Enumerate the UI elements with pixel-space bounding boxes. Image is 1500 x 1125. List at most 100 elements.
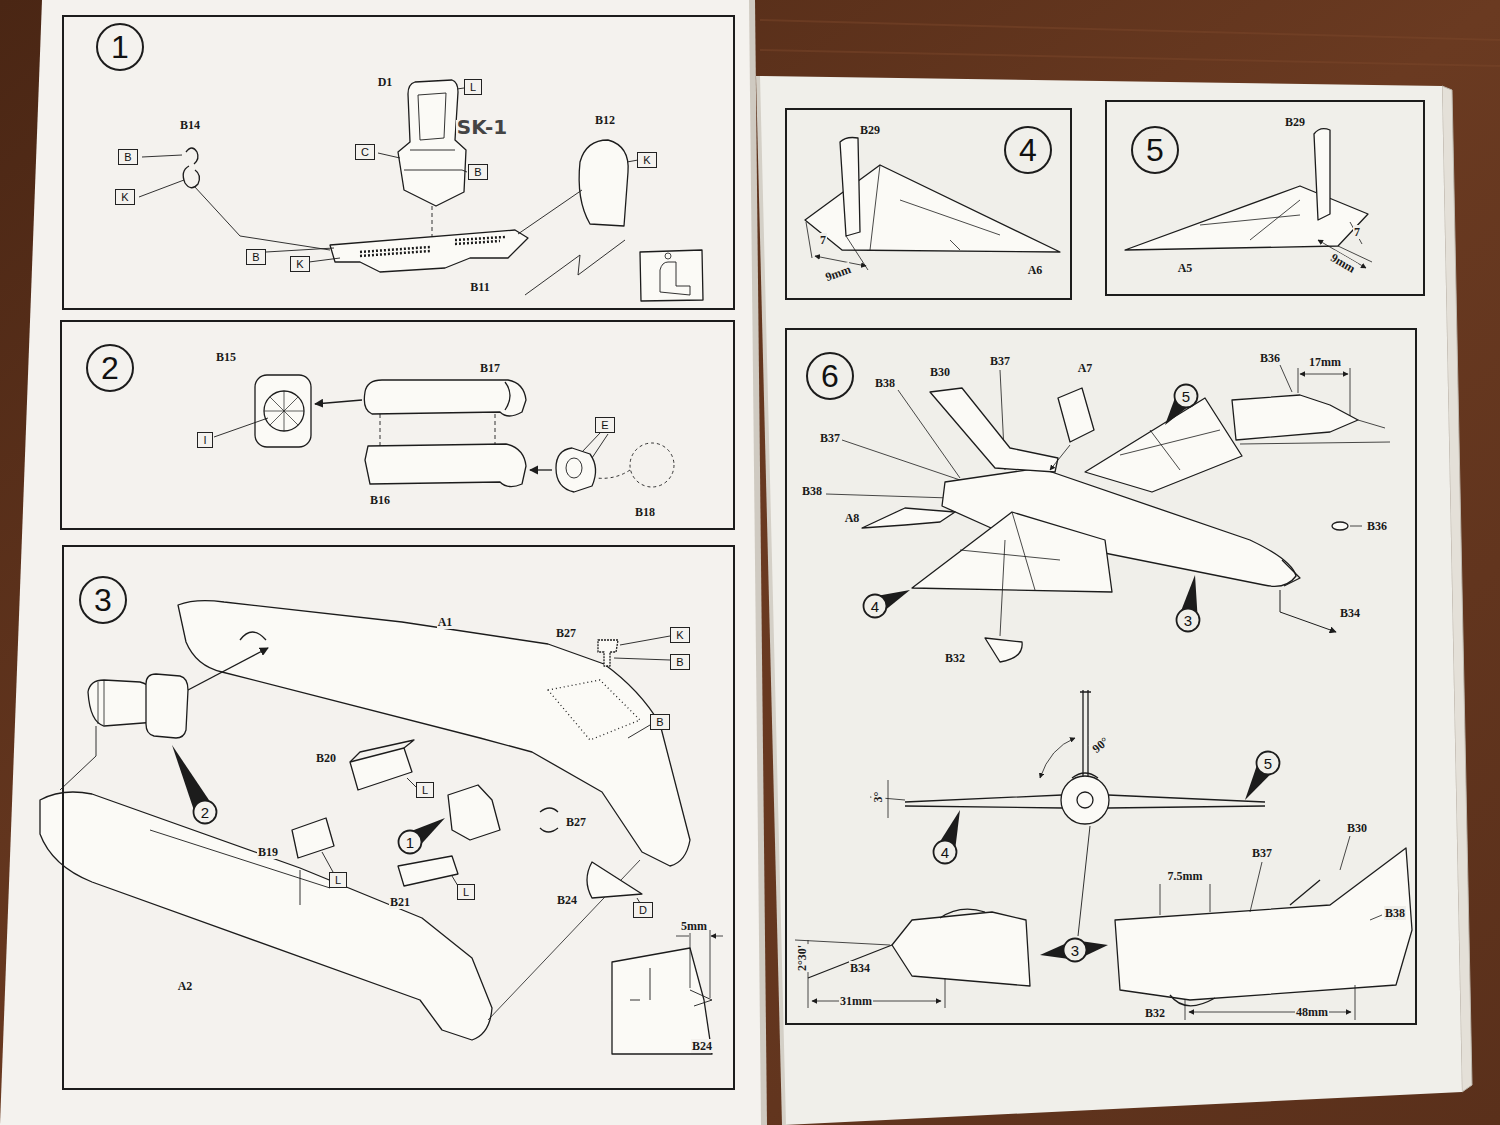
part-letter: L xyxy=(422,784,428,796)
callout-number: 4 xyxy=(871,599,879,614)
step1-drawing xyxy=(139,155,184,197)
step6-drawing xyxy=(1232,395,1358,440)
part-label: A5 xyxy=(1177,261,1194,275)
step6-drawing xyxy=(1078,826,1090,936)
part-label: B15 xyxy=(215,350,237,364)
step2-drawing xyxy=(596,470,630,478)
step6-drawing xyxy=(1282,560,1300,586)
callout-circle xyxy=(194,801,217,824)
part-label: B29 xyxy=(859,123,881,137)
part-letter: C xyxy=(361,146,369,158)
part-letter-box: K xyxy=(115,189,134,205)
callout-number: 3 xyxy=(1071,943,1079,958)
step6-drawing xyxy=(892,912,1030,986)
step6-drawing xyxy=(1280,590,1336,632)
step2-drawing xyxy=(566,458,582,478)
part-letter-box: B xyxy=(118,149,137,165)
part-label: B37 xyxy=(989,354,1011,368)
part-label: 7 xyxy=(819,233,827,247)
step2-drawing xyxy=(630,443,674,487)
part-letter-box: E xyxy=(595,417,614,433)
part-letter: K xyxy=(676,629,683,641)
part-letter: B xyxy=(676,656,683,668)
step4-drawing xyxy=(870,165,1000,250)
part-label: B21 xyxy=(389,895,411,909)
step2-drawing xyxy=(255,375,311,447)
part-label: SK-1 xyxy=(456,120,508,134)
callout-circle xyxy=(1064,939,1087,962)
step2-drawing xyxy=(364,380,526,416)
step2-drawing xyxy=(505,382,510,410)
step3-drawing xyxy=(350,740,414,762)
callout-marker: 3 xyxy=(1175,607,1201,633)
part-letter: B xyxy=(252,251,259,263)
part-letter: L xyxy=(463,886,469,898)
part-label: B37 xyxy=(1251,846,1273,860)
part-label: 7.5mm xyxy=(1167,869,1204,883)
step2-drawing xyxy=(380,414,495,446)
step6-drawing xyxy=(1050,445,1070,470)
callout-number: 1 xyxy=(406,835,414,850)
callout-number: 2 xyxy=(201,805,209,820)
callout-circle xyxy=(864,595,887,618)
part-letter: K xyxy=(121,191,128,203)
step3-drawing xyxy=(612,948,712,1054)
callout-circle xyxy=(1175,385,1198,408)
step1-drawing xyxy=(665,253,671,259)
step6-drawing xyxy=(1240,365,1390,444)
step2-drawing xyxy=(264,391,304,431)
number-circle xyxy=(80,577,126,623)
part-letter: B xyxy=(124,151,131,163)
step6-drawing xyxy=(812,1001,941,1002)
step-panel: 1BKLCBKBK xyxy=(62,15,735,310)
number-circle xyxy=(87,345,133,391)
callout-marker: 4 xyxy=(862,593,888,619)
part-label: B38 xyxy=(801,484,823,498)
part-label: B14 xyxy=(179,118,201,132)
callout-marker: 2 xyxy=(192,799,218,825)
step6-drawing xyxy=(1115,848,1412,1000)
part-letter-box: K xyxy=(670,627,689,643)
part-letter: L xyxy=(335,874,341,886)
step3-drawing xyxy=(240,632,266,640)
step3-drawing xyxy=(322,852,333,872)
step2-drawing xyxy=(556,448,596,492)
part-label: B19 xyxy=(257,845,279,859)
step3-drawing xyxy=(40,601,723,1054)
part-letter: B xyxy=(474,166,481,178)
step-panel: 32KBBL1LLD xyxy=(62,545,735,1090)
part-letter-box: K xyxy=(637,152,656,168)
step6-drawing xyxy=(985,638,1022,662)
step5-drawing xyxy=(1125,129,1372,268)
step3-drawing xyxy=(548,680,640,740)
step3-drawing xyxy=(292,818,334,858)
step-number: 2 xyxy=(101,352,119,384)
part-label: B34 xyxy=(1339,606,1361,620)
part-label: 17mm xyxy=(1308,355,1342,369)
part-letter: K xyxy=(643,154,650,166)
step1-drawing xyxy=(183,148,199,188)
step2-drawing xyxy=(365,444,526,487)
step5-drawing xyxy=(1125,186,1368,250)
callout-pointers xyxy=(172,390,1277,960)
part-label: D1 xyxy=(377,75,394,89)
number-circle xyxy=(807,353,853,399)
part-label: B30 xyxy=(1346,821,1368,835)
step2-drawing xyxy=(582,433,608,458)
step3-drawing xyxy=(188,648,268,690)
part-label: B27 xyxy=(565,815,587,829)
callout-circle xyxy=(1257,752,1280,775)
step2-drawing xyxy=(214,375,674,492)
part-label: 3° xyxy=(871,791,885,804)
callout-number: 3 xyxy=(1184,613,1192,628)
part-label: A7 xyxy=(1077,361,1094,375)
part-label: B24 xyxy=(691,1039,713,1053)
step1-drawing xyxy=(398,80,466,206)
part-label: A1 xyxy=(437,615,454,629)
part-letter: D xyxy=(639,904,647,916)
step6-drawing xyxy=(1080,690,1091,776)
